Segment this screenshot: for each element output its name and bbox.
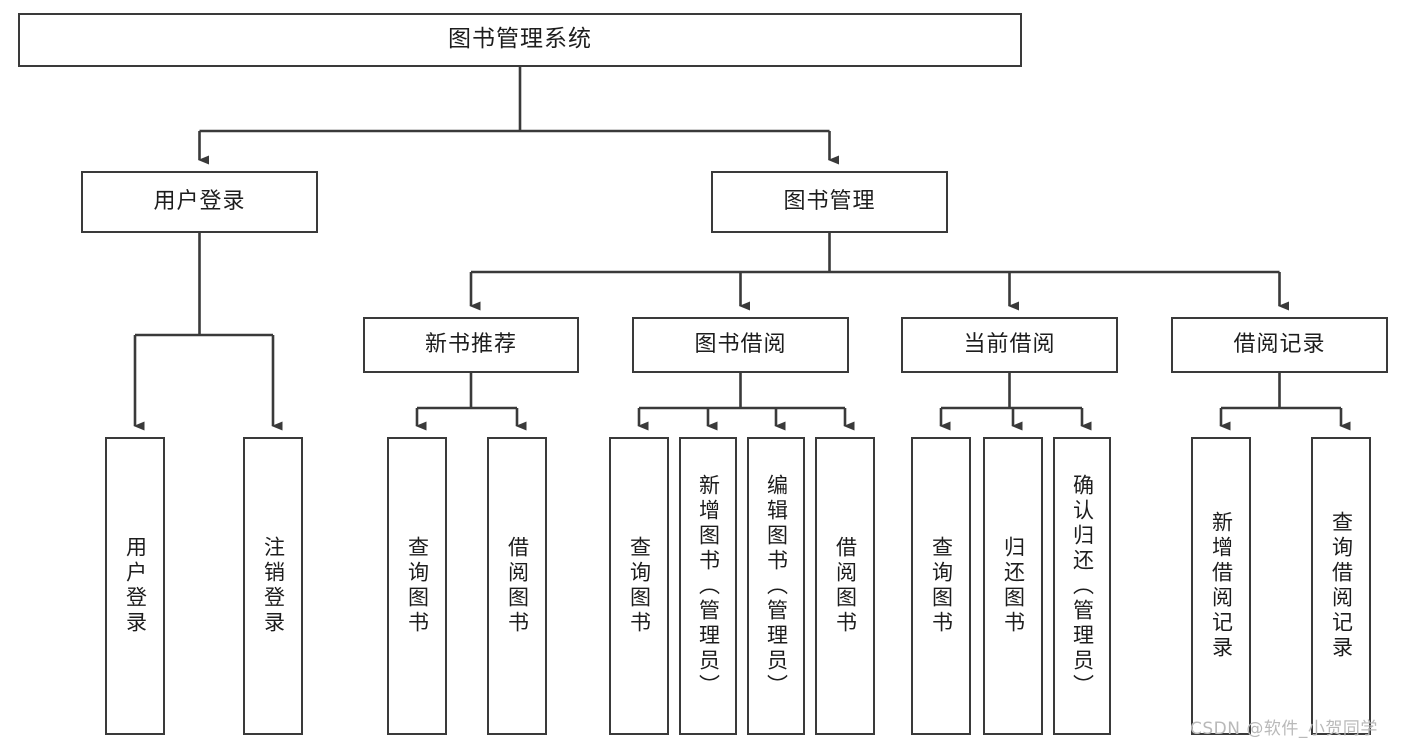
leaf-logout[interactable]: 注销登录	[243, 437, 303, 735]
node-current-borrow[interactable]: 当前借阅	[901, 317, 1118, 373]
leaf-add-book[interactable]: 新增图书（管理员）	[679, 437, 737, 735]
leaf-edit-book[interactable]: 编辑图书（管理员）	[747, 437, 805, 735]
node-book-manage[interactable]: 图书管理	[711, 171, 948, 233]
node-new-book-recommend-label: 新书推荐	[424, 331, 517, 357]
leaf-query-book-3-label: 查询图书	[929, 536, 954, 636]
node-borrow-record-label: 借阅记录	[1233, 331, 1326, 357]
node-book-manage-label: 图书管理	[783, 188, 876, 214]
node-root[interactable]: 图书管理系统	[18, 13, 1022, 67]
node-root-label: 图书管理系统	[448, 26, 592, 53]
leaf-add-record-label: 新增借阅记录	[1209, 511, 1234, 661]
leaf-confirm-return[interactable]: 确认归还（管理员）	[1053, 437, 1111, 735]
leaf-logout-label: 注销登录	[261, 536, 286, 636]
leaf-user-login-label: 用户登录	[123, 536, 148, 636]
leaf-borrow-book-2[interactable]: 借阅图书	[815, 437, 875, 735]
leaf-confirm-return-label: 确认归还（管理员）	[1070, 473, 1095, 699]
leaf-edit-book-label: 编辑图书（管理员）	[764, 473, 789, 699]
leaf-query-book-3[interactable]: 查询图书	[911, 437, 971, 735]
node-current-borrow-label: 当前借阅	[963, 331, 1056, 357]
leaf-return-book-label: 归还图书	[1001, 536, 1026, 636]
leaf-add-book-label: 新增图书（管理员）	[696, 473, 721, 699]
leaf-return-book[interactable]: 归还图书	[983, 437, 1043, 735]
leaf-query-book-2-label: 查询图书	[627, 536, 652, 636]
leaf-borrow-book-1[interactable]: 借阅图书	[487, 437, 547, 735]
node-borrow-record[interactable]: 借阅记录	[1171, 317, 1388, 373]
node-user-login-label: 用户登录	[153, 188, 246, 214]
csdn-watermark: CSDN @软件_小贺同学	[1190, 719, 1378, 739]
node-book-borrow[interactable]: 图书借阅	[632, 317, 849, 373]
leaf-query-record[interactable]: 查询借阅记录	[1311, 437, 1371, 735]
leaf-query-record-label: 查询借阅记录	[1329, 511, 1354, 661]
node-book-borrow-label: 图书借阅	[694, 331, 787, 357]
leaf-query-book-1[interactable]: 查询图书	[387, 437, 447, 735]
leaf-query-book-1-label: 查询图书	[405, 536, 430, 636]
leaf-add-record[interactable]: 新增借阅记录	[1191, 437, 1251, 735]
leaf-borrow-book-2-label: 借阅图书	[833, 536, 858, 636]
node-new-book-recommend[interactable]: 新书推荐	[363, 317, 579, 373]
node-user-login[interactable]: 用户登录	[81, 171, 318, 233]
leaf-borrow-book-1-label: 借阅图书	[505, 536, 530, 636]
leaf-query-book-2[interactable]: 查询图书	[609, 437, 669, 735]
leaf-user-login[interactable]: 用户登录	[105, 437, 165, 735]
